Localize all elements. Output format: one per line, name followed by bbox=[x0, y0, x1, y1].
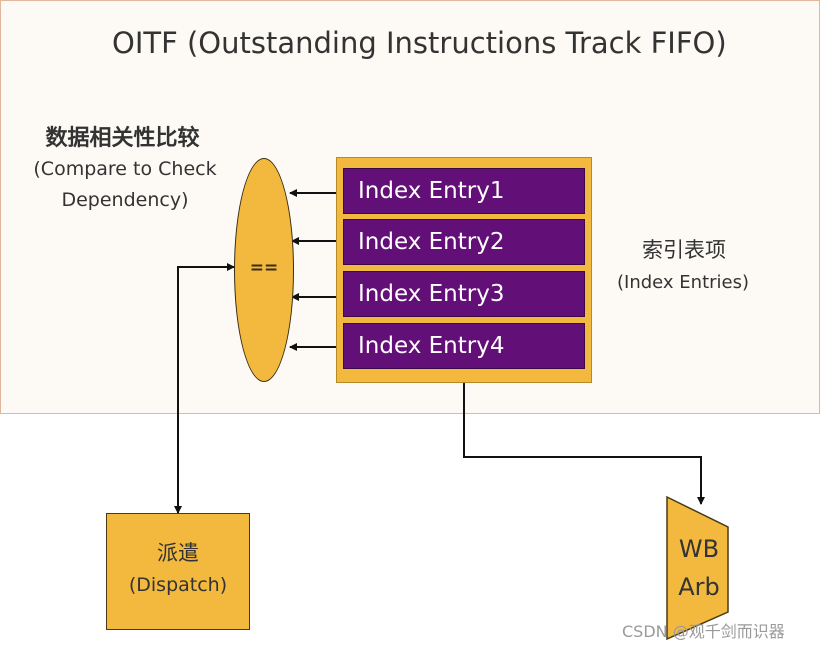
index-entry-1: Index Entry1 bbox=[343, 168, 585, 214]
dispatch-label-cn: 派遣 bbox=[157, 541, 199, 565]
comparator-label-en-line2: Dependency) bbox=[61, 189, 189, 211]
comparator-label-cn: 数据相关性比较 bbox=[45, 126, 200, 151]
dispatch-block bbox=[106, 513, 250, 630]
comparator-ellipse bbox=[234, 158, 294, 382]
index-entry-3: Index Entry3 bbox=[343, 271, 585, 317]
index-entry-4: Index Entry4 bbox=[343, 323, 585, 369]
index-entry-2: Index Entry2 bbox=[343, 219, 585, 265]
wb-arb-label-line2: Arb bbox=[678, 573, 720, 601]
csdn-watermark: CSDN @观千剑而识器 bbox=[622, 622, 785, 641]
comparator-symbol: == bbox=[249, 258, 279, 278]
dispatch-compare-arrow bbox=[174, 263, 235, 514]
diagram-title: OITF (Outstanding Instructions Track FIF… bbox=[112, 26, 727, 60]
wb-arb-block bbox=[666, 495, 729, 641]
comparator-label-en-line1: (Compare to Check bbox=[33, 158, 217, 180]
index-entries-label-cn: 索引表项 bbox=[642, 238, 726, 262]
index-entries-label-en: (Index Entries) bbox=[616, 272, 749, 293]
fifo-to-wb-arrow bbox=[463, 383, 705, 505]
wb-arb-label-line1: WB bbox=[678, 535, 720, 563]
dispatch-label-en: (Dispatch) bbox=[128, 574, 228, 596]
